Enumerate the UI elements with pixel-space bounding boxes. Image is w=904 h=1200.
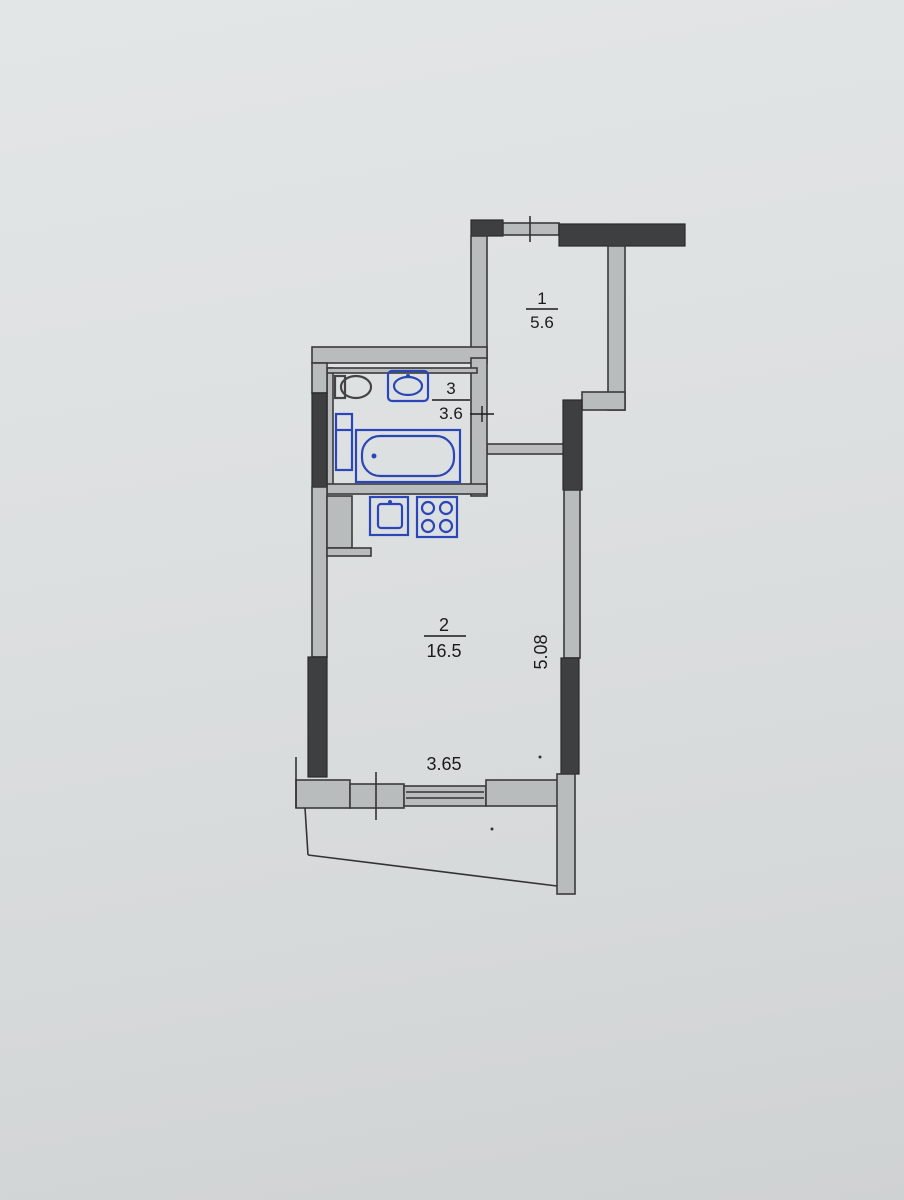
wall-segment: [556, 773, 576, 895]
dot-mark: [538, 755, 542, 759]
bathtub-icon: [354, 428, 462, 484]
wall-segment: [562, 399, 583, 491]
wall-segment: [295, 779, 351, 809]
room-2-walls: [295, 362, 583, 895]
room-2-label: 2 16.5: [424, 615, 466, 661]
wall-segment: [311, 486, 328, 658]
wall-segment: [307, 656, 328, 778]
washing-machine-icon: [334, 412, 354, 472]
kitchen-partition: [326, 547, 372, 557]
room-3-label: 3 3.6: [432, 379, 494, 423]
room-1-area: 5.6: [530, 313, 554, 332]
wall-segment: [581, 391, 626, 411]
room-3-number: 3: [446, 379, 455, 398]
stove-icon: [415, 495, 459, 539]
room-3-walls: [311, 346, 488, 497]
toilet-icon: [333, 374, 373, 400]
room-1-label: 1 5.6: [526, 289, 558, 332]
entry-door-opening: [502, 222, 560, 236]
wall-segment: [563, 489, 581, 659]
wall-segment: [558, 223, 686, 247]
wall-segment: [470, 357, 488, 497]
wall-segment: [349, 783, 405, 809]
length-dimension: 5.08: [531, 634, 551, 669]
room-1-number: 1: [537, 289, 546, 308]
room-2-area: 16.5: [426, 641, 461, 661]
dot-mark: [490, 827, 494, 831]
room-2-number: 2: [439, 615, 449, 635]
window: [403, 785, 487, 807]
kitchen-sink-icon: [368, 495, 410, 537]
wall-segment: [311, 392, 328, 488]
wall-segment: [311, 346, 488, 364]
wall-segment: [311, 362, 328, 394]
wall-segment: [470, 235, 488, 359]
width-dimension: 3.65: [426, 754, 461, 774]
wall-segment: [326, 367, 334, 489]
balcony-rail: [307, 854, 558, 887]
wall-segment: [470, 219, 504, 237]
wall-segment: [560, 657, 580, 775]
hall-door-opening: [486, 443, 566, 455]
wall-segment: [607, 245, 626, 411]
balcony-rail: [304, 807, 309, 856]
room-3-area: 3.6: [439, 404, 463, 423]
kitchen-cabinet: [326, 495, 353, 549]
washbasin-icon: [386, 369, 430, 403]
balcony: [304, 807, 558, 887]
wall-segment: [326, 483, 488, 495]
wall-segment: [485, 779, 561, 807]
